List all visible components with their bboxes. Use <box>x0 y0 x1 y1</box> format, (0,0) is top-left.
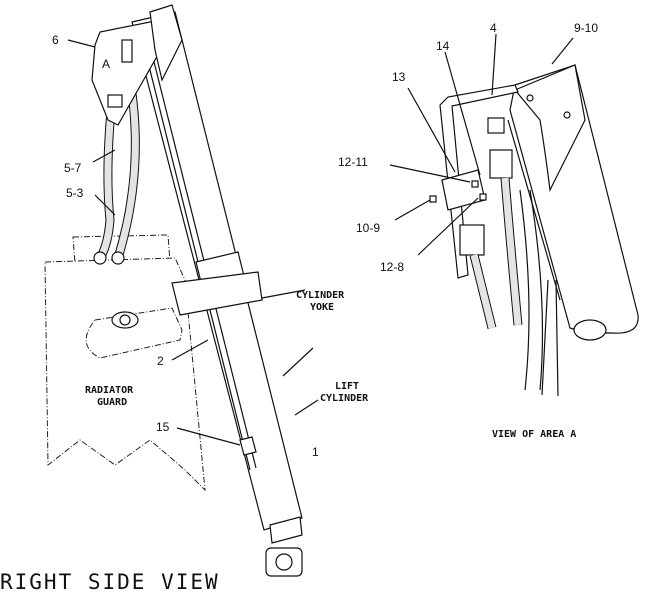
cylinder-yoke <box>171 271 263 316</box>
fitting-4 <box>487 117 505 134</box>
lift-cylinder-label-line1: LIFT <box>335 381 359 392</box>
callout-14: 14 <box>436 39 450 53</box>
area-a-detail <box>429 64 639 397</box>
hoses <box>93 79 140 265</box>
top-bracket: A <box>91 4 183 126</box>
callout-9-10: 9-10 <box>574 21 598 35</box>
radiator-guard <box>44 234 206 492</box>
callout-10-9: 10-9 <box>356 221 380 235</box>
radiator-guard-label-line2: GUARD <box>97 397 127 408</box>
callout-12-8: 12-8 <box>380 260 404 274</box>
callout-12-11: 12-11 <box>338 155 368 169</box>
right-side-view-title: RIGHT SIDE VIEW <box>0 570 220 594</box>
callout-2: 2 <box>157 354 164 368</box>
leader-lines-right <box>389 33 574 256</box>
area-marker-a: A <box>102 57 110 71</box>
cylinder-yoke-label-line2: YOKE <box>310 302 334 313</box>
callout-13: 13 <box>392 70 406 84</box>
cylinder-yoke-label-line1: CYLINDER <box>296 290 345 301</box>
callout-5-3: 5-3 <box>66 186 84 200</box>
leader-lines-left <box>67 39 319 446</box>
callout-15: 15 <box>156 420 170 434</box>
callout-1: 1 <box>312 445 319 459</box>
radiator-guard-label-line1: RADIATOR <box>85 385 134 396</box>
callout-4: 4 <box>490 21 497 35</box>
callout-6: 6 <box>52 33 59 47</box>
callout-5-7: 5-7 <box>64 161 82 175</box>
view-of-area-a-title: VIEW OF AREA A <box>492 429 576 440</box>
tube-end <box>573 319 607 341</box>
lift-cylinder-label-line2: CYLINDER <box>320 393 369 404</box>
nut-15 <box>239 436 257 456</box>
